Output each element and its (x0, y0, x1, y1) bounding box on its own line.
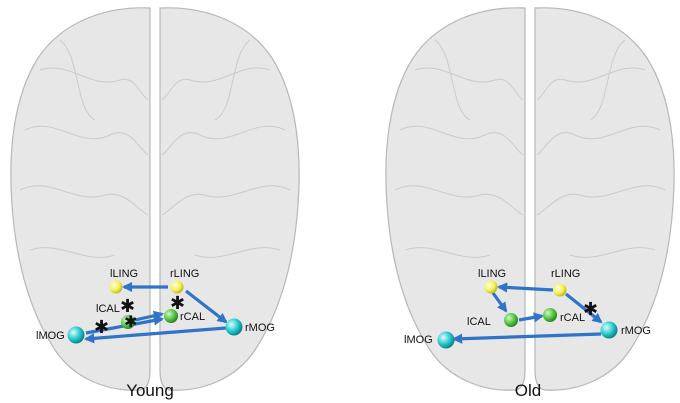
node-rmog-young (225, 318, 243, 336)
node-rling-young (170, 280, 184, 294)
node-rcal-old (543, 308, 557, 322)
label-rcal-old: rCAL (560, 312, 585, 324)
brain-young (10, 7, 300, 391)
significance-marker: ✱ (124, 314, 137, 331)
connection-lcal-to-rcal (518, 312, 545, 323)
significance-marker: ✱ (583, 299, 598, 319)
significance-marker: ✱ (120, 296, 135, 316)
label-rmog-young: rMOG (245, 322, 275, 334)
gyri-old (394, 39, 666, 258)
node-lcal-old (504, 313, 518, 327)
panel-old: ✱ lLING rLING lCAL rCAL lMOG rMOG Old (385, 7, 675, 400)
node-lling-young (109, 280, 123, 294)
left-hemisphere-old (385, 7, 526, 391)
node-rmog-old (600, 321, 618, 339)
caption-young: Young (126, 381, 174, 400)
label-rmog-old: rMOG (621, 325, 651, 337)
significance-marker: ✱ (94, 317, 109, 337)
connection-rling-to-rmog (185, 289, 228, 324)
label-lmog-young: lMOG (36, 330, 65, 342)
label-rling-old: rLING (551, 268, 580, 280)
connection-lcal-to-rcal (134, 310, 164, 322)
connection-rmog-to-lmog (451, 332, 602, 344)
connection-rling-to-lling (496, 282, 554, 293)
label-rcal-young: rCAL (180, 311, 205, 323)
right-hemisphere-young (159, 7, 300, 391)
label-lcal-young: lCAL (96, 303, 120, 315)
label-lcal-old: lCAL (467, 316, 491, 328)
connection-lling-to-lcal (491, 292, 508, 313)
label-lling-young: lLING (110, 268, 138, 280)
panel-young: ✱ ✱ ✱ ✱ lLING rLING lCAL rCAL lMOG rMOG … (10, 7, 300, 400)
caption-old: Old (515, 381, 541, 400)
label-rling-young: rLING (170, 268, 199, 280)
connections-old (451, 282, 603, 344)
label-lmog-old: lMOG (404, 334, 433, 346)
connection-rling-to-rmog (565, 292, 603, 324)
node-lmog-old (437, 331, 455, 349)
significance-marker: ✱ (170, 293, 185, 313)
connection-rmog-to-lmog (83, 326, 227, 344)
node-rcal-young (164, 309, 178, 323)
label-lling-old: lLING (478, 268, 506, 280)
connections-young (83, 281, 228, 344)
node-lcal-young (121, 315, 135, 329)
brain-old (385, 7, 675, 391)
node-rling-old (553, 283, 567, 297)
gyri-young (19, 39, 291, 258)
left-hemisphere-young (10, 7, 151, 391)
node-lling-old (484, 280, 498, 294)
node-lmog-young (67, 326, 85, 344)
right-hemisphere-old (534, 7, 675, 391)
